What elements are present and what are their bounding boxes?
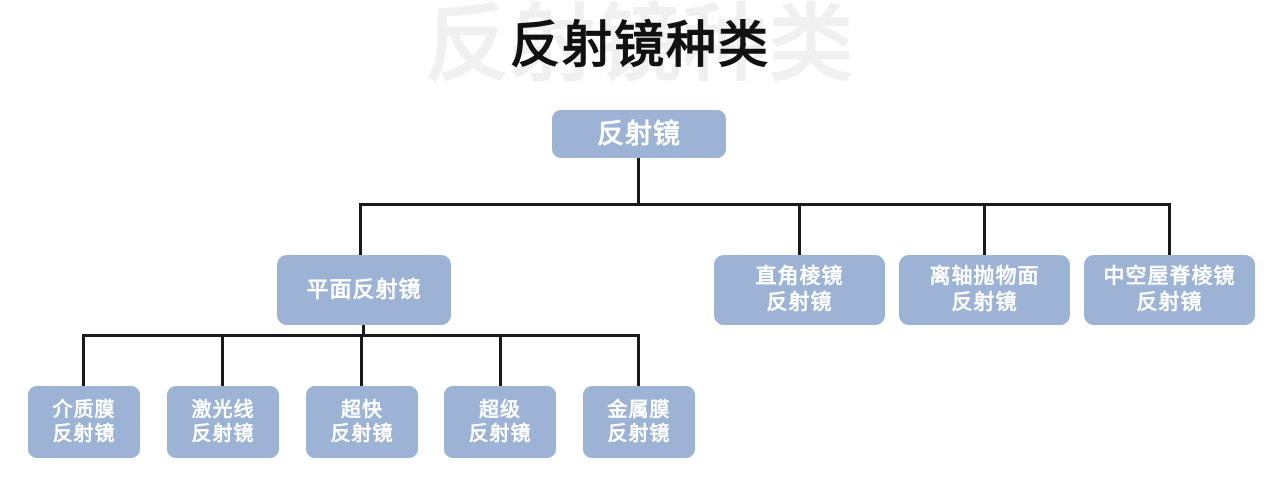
node-off-axis-parabolic-mirror[interactable]: 离轴抛物面 反射镜: [899, 255, 1070, 325]
connector-plane-mirror-stem: [362, 325, 365, 336]
connector-drop-plane-mirror: [359, 203, 362, 255]
node-laser-line-mirror[interactable]: 激光线 反射镜: [167, 386, 279, 458]
connector-level2-bus: [359, 203, 1171, 206]
connector-drop-metal-film: [637, 334, 640, 386]
page-title: 反射镜种类: [510, 17, 770, 73]
node-metal-film-mirror[interactable]: 金属膜 反射镜: [583, 386, 695, 458]
node-plane-mirror[interactable]: 平面反射镜: [277, 255, 451, 325]
title-zone: 反射镜种类 反射镜种类: [0, 0, 1280, 100]
node-ultrafast-mirror[interactable]: 超快 反射镜: [306, 386, 418, 458]
connector-root-stem: [637, 158, 640, 205]
connector-drop-ultrafast: [360, 334, 363, 386]
connector-drop-super: [499, 334, 502, 386]
connector-drop-off-axis-parabolic: [983, 203, 986, 255]
connector-drop-laser-line: [221, 334, 224, 386]
node-root-mirror[interactable]: 反射镜: [552, 110, 726, 158]
connector-drop-dielectric-film: [82, 334, 85, 386]
connector-drop-hollow-roof-prism: [1168, 203, 1171, 255]
node-right-angle-prism-mirror[interactable]: 直角棱镜 反射镜: [714, 255, 885, 325]
title-watermark: 反射镜种类: [424, 0, 855, 91]
connector-drop-right-angle-prism: [798, 203, 801, 255]
node-super-mirror[interactable]: 超级 反射镜: [444, 386, 556, 458]
node-hollow-roof-prism-mirror[interactable]: 中空屋脊棱镜 反射镜: [1084, 255, 1255, 325]
node-dielectric-film-mirror[interactable]: 介质膜 反射镜: [28, 386, 140, 458]
